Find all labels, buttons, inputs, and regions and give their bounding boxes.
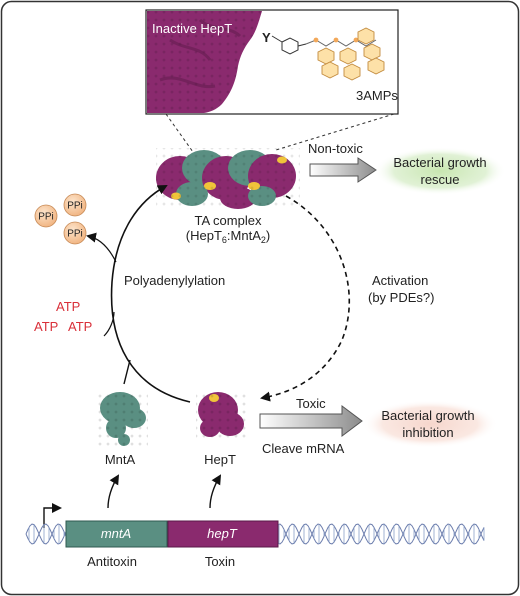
svg-text:PPi: PPi	[67, 201, 83, 212]
ta-complex-structure	[156, 148, 300, 210]
toxic-label: Toxic	[296, 396, 326, 411]
ppi-circle	[63, 221, 87, 245]
zoom-line-right	[275, 113, 395, 151]
hept-translation-arrow	[209, 474, 222, 509]
tyrosine-sidechain	[271, 35, 307, 55]
ppi-output-curve	[86, 232, 117, 263]
inhibition-line1: Bacterial growth	[381, 408, 474, 423]
hept-protein-label: HepT	[204, 452, 236, 467]
amp-chain	[305, 27, 385, 81]
rescue-line2: rescue	[420, 172, 459, 187]
activation-line1: Activation	[372, 273, 428, 288]
ppi-circle	[63, 193, 87, 217]
polyadenylylation-arrow	[110, 185, 191, 403]
complex-label-line2: (HepT6:MntA2)	[186, 228, 270, 245]
promoter-arrow	[43, 503, 62, 528]
svg-text:PPi: PPi	[67, 229, 83, 240]
hept-gene-box	[167, 520, 279, 548]
atp-label: ATP	[68, 319, 92, 334]
tyrosine-label: Y	[262, 30, 271, 45]
inhibition-glow	[362, 400, 498, 448]
atp-group: ATP ATP ATP	[34, 299, 92, 334]
amp-label: 3AMPs	[356, 88, 398, 103]
inset-panel: Inactive HepT Y 3AMPs	[145, 9, 399, 115]
ppi-circle	[34, 204, 58, 228]
toxic-arrow	[259, 405, 363, 437]
zoom-line-left	[165, 113, 194, 153]
atp-label: ATP	[56, 299, 80, 314]
rescue-glow	[374, 147, 506, 195]
ppi-group: PPi PPi PPi	[34, 193, 87, 245]
polyadenylylation-label: Polyadenylylation	[124, 273, 225, 288]
mnta-gene-box	[65, 520, 168, 548]
complex-label-line1: TA complex	[195, 213, 262, 228]
mnta-protein-label: MntA	[105, 452, 136, 467]
activation-arrow	[260, 195, 350, 402]
atp-input-curve	[103, 311, 115, 337]
nontoxic-arrow	[309, 157, 377, 183]
antitoxin-label: Antitoxin	[87, 554, 137, 569]
atp-label: ATP	[34, 319, 58, 334]
mnta-gene-label: mntA	[101, 526, 131, 541]
mnta-protein	[98, 390, 148, 448]
hept-gene-label: hepT	[207, 526, 238, 541]
rescue-line1: Bacterial growth	[393, 155, 486, 170]
nontoxic-label: Non-toxic	[308, 141, 363, 156]
cleave-mrna-label: Cleave mRNA	[262, 441, 345, 456]
inhibition-line2: inhibition	[402, 425, 453, 440]
hept-protein	[196, 390, 246, 442]
inset-title: Inactive HepT	[152, 21, 232, 36]
toxin-label: Toxin	[205, 554, 235, 569]
activation-line2: (by PDEs?)	[368, 290, 434, 305]
svg-text:PPi: PPi	[38, 212, 54, 223]
mnta-to-arrow	[123, 359, 131, 385]
mnta-translation-arrow	[107, 474, 120, 509]
